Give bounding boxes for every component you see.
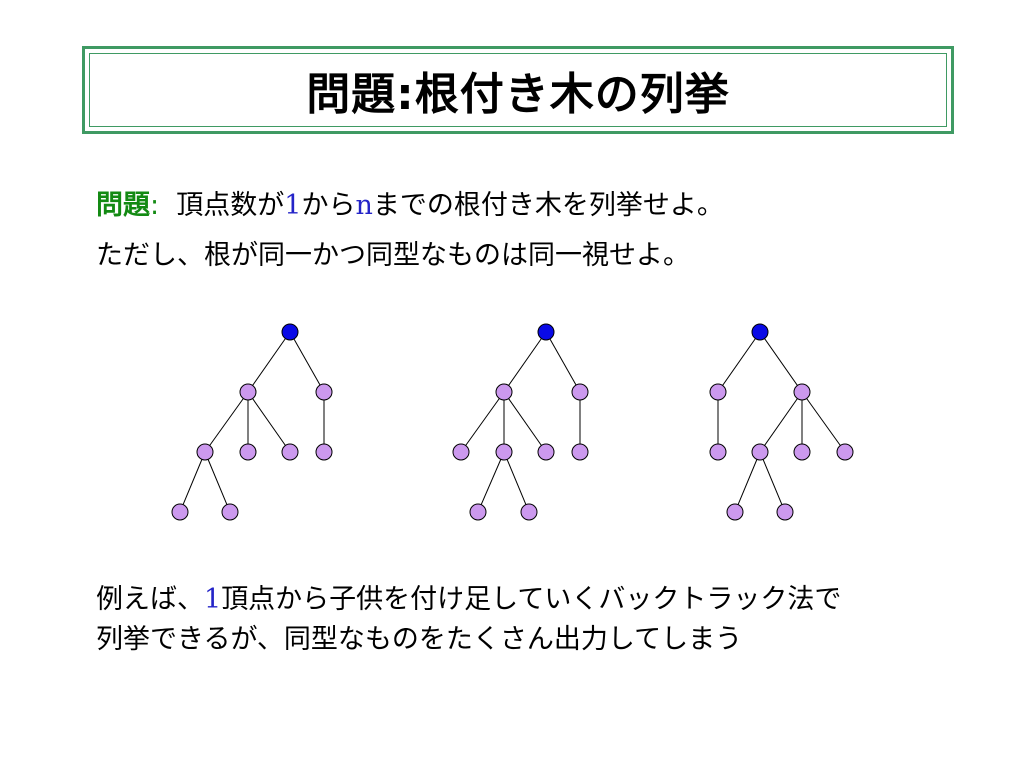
- page-title: 問題:根付き木の列挙: [306, 69, 730, 120]
- tree-edge: [503, 391, 547, 453]
- tree-edge: [460, 391, 505, 453]
- tree-edge: [503, 331, 547, 393]
- tree-edge: [247, 331, 291, 393]
- note-line1: 例えば、1頂点から子供を付け足していくバックトラック法で: [96, 580, 841, 620]
- tree-edge: [801, 391, 846, 453]
- title-inner-frame: 問題:根付き木の列挙: [89, 53, 947, 127]
- tree-node: [537, 443, 555, 461]
- problem-colon: :: [150, 190, 160, 221]
- tree-root-node: [751, 323, 769, 341]
- note-text-b: 頂点から子供を付け足していくバックトラック法で: [221, 584, 842, 615]
- tree-node: [495, 383, 513, 401]
- tree-node: [751, 443, 769, 461]
- tree-node: [726, 503, 744, 521]
- tree-node: [469, 503, 487, 521]
- tree-node: [571, 443, 589, 461]
- tree-node: [793, 443, 811, 461]
- tree-node: [315, 443, 333, 461]
- tree-root-node: [537, 323, 555, 341]
- tree-node: [776, 503, 794, 521]
- tree-edge: [247, 391, 291, 453]
- tree-node: [709, 383, 727, 401]
- tree-node: [836, 443, 854, 461]
- tree-edge: [734, 451, 761, 513]
- note-line2: 列挙できるが、同型なものをたくさん出力してしまう: [96, 624, 743, 655]
- tree-edge: [545, 331, 581, 393]
- tree-node: [571, 383, 589, 401]
- tree-node: [221, 503, 239, 521]
- tree-node: [709, 443, 727, 461]
- tree-node: [495, 443, 513, 461]
- tree-node: [239, 443, 257, 461]
- tree-root-node: [281, 323, 299, 341]
- tree-edge: [204, 391, 249, 453]
- tree-edge: [477, 451, 505, 513]
- tree-edge: [759, 331, 803, 393]
- tree-edge: [289, 331, 325, 393]
- tree-1: [171, 323, 333, 521]
- tree-node: [520, 503, 538, 521]
- problem-variable-n: n: [355, 190, 373, 221]
- tree-2: [452, 323, 589, 521]
- tree-node: [196, 443, 214, 461]
- note-text-a: 例えば、: [96, 584, 204, 615]
- problem-text-a: 頂点数が: [176, 190, 285, 221]
- problem-statement-line2: ただし、根が同一かつ同型なものは同一視せよ。: [96, 240, 690, 271]
- tree-node: [171, 503, 189, 521]
- tree-node: [239, 383, 257, 401]
- tree-node: [281, 443, 299, 461]
- tree-3: [709, 323, 854, 521]
- problem-text-c: までの根付き木を列挙せよ。: [372, 190, 724, 221]
- tree-edge: [503, 451, 530, 513]
- title-frame: 問題:根付き木の列挙: [82, 46, 954, 134]
- problem-statement-line1: 問題: 頂点数が1からnまでの根付き木を列挙せよ。: [96, 186, 724, 226]
- problem-text-b: から: [301, 190, 356, 221]
- tree-edge: [179, 451, 206, 513]
- problem-label: 問題: [96, 190, 150, 221]
- tree-node: [315, 383, 333, 401]
- tree-edge: [204, 451, 231, 513]
- tree-node: [452, 443, 470, 461]
- problem-number-one: 1: [284, 190, 302, 221]
- note-number-one: 1: [204, 584, 222, 615]
- tree-edge: [717, 331, 761, 393]
- tree-edge: [759, 451, 786, 513]
- tree-node: [793, 383, 811, 401]
- tree-edge: [759, 391, 803, 453]
